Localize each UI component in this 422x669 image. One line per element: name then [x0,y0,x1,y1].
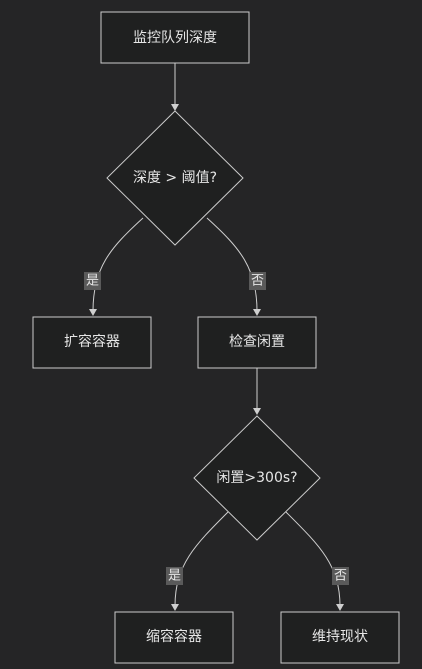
node-scale-down: 缩容容器 [114,611,234,664]
decision-diamond [106,110,244,246]
arrowhead [253,408,261,415]
decision-diamond [193,415,321,541]
node-monitor-queue-depth: 监控队列深度 [100,11,250,64]
node-check-idle: 检查闲置 [197,316,317,369]
arrowhead [171,104,179,111]
edge-label-idle-no: 否 [334,569,347,584]
process-box [32,316,152,369]
arrowhead [171,604,179,611]
edges [89,63,344,611]
edge-label-bg [166,567,183,585]
node-label: 维持现状 [312,629,368,645]
node-depth-check: 深度 > 阈值? [106,110,244,246]
node-label: 深度 > 阈值? [133,170,217,186]
edge-depth-to-check-idle [206,217,258,312]
arrowhead [89,309,97,316]
edge-label-depth-no: 否 [251,274,264,289]
arrowhead [336,604,344,611]
node-idle-check: 闲置>300s? [193,415,321,541]
process-box [280,611,400,664]
edge-idle-to-keep [285,511,341,607]
nodes: 监控队列深度 深度 > 阈值? 扩容容器 检查闲置 闲置>300s? 缩容容器 [32,11,400,664]
edge-labels: 是 否 是 否 [84,272,349,585]
edge-label-depth-yes: 是 [86,274,99,289]
node-label: 扩容容器 [64,333,120,350]
node-scale-up: 扩容容器 [32,316,152,369]
edge-label-bg [84,272,101,290]
edge-label-idle-yes: 是 [168,569,181,584]
node-label: 闲置>300s? [216,470,297,486]
node-label: 检查闲置 [229,334,285,350]
process-box [100,11,250,64]
edge-depth-to-scale-up [92,217,144,312]
edge-label-bg [332,567,349,585]
edge-idle-to-scale-down [174,511,229,607]
process-box [197,316,317,369]
node-label: 监控队列深度 [133,30,217,46]
arrowhead [253,309,261,316]
process-box [114,611,234,664]
edge-label-bg [249,272,266,290]
node-keep-status: 维持现状 [280,611,400,664]
node-label: 缩容容器 [146,628,202,645]
